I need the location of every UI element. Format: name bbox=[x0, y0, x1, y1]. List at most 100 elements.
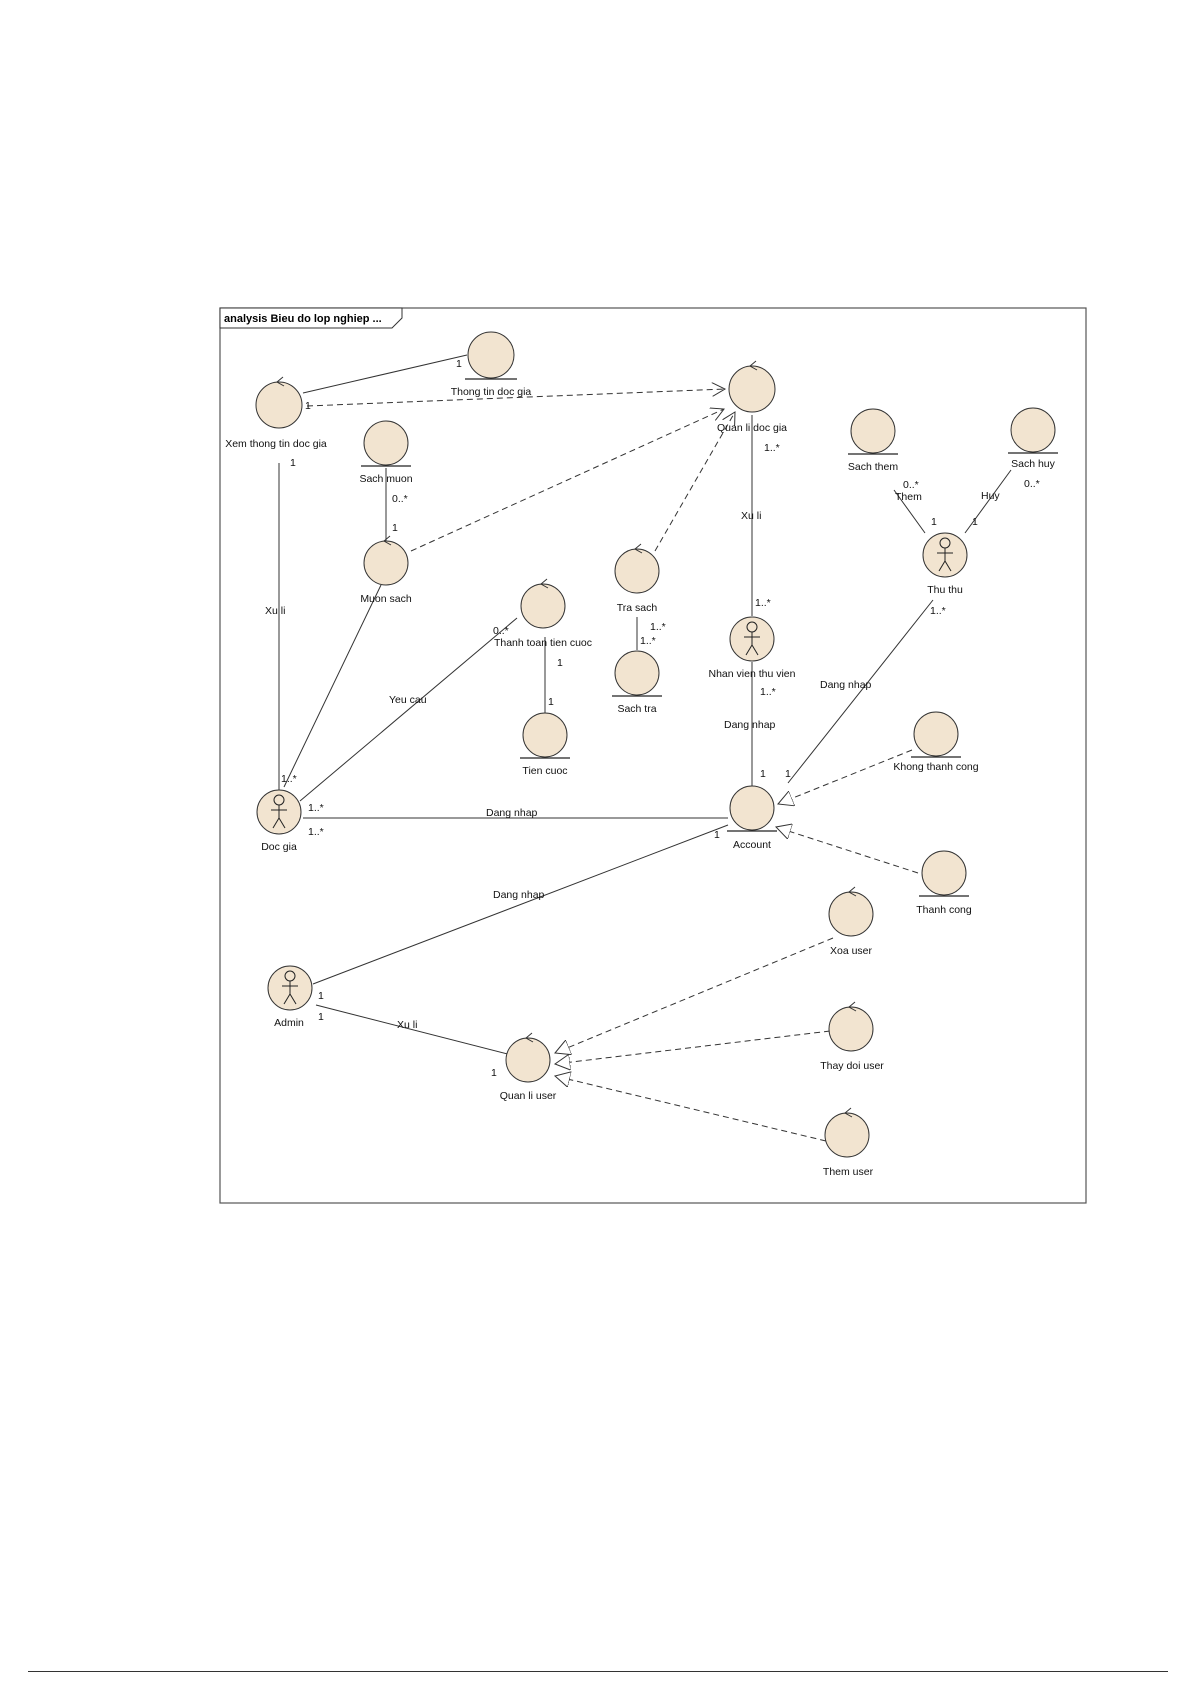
entity-sach-huy: Sach huy bbox=[1008, 407, 1058, 470]
edge-themuser-quanliuser bbox=[555, 1076, 827, 1142]
control-thanh-toan-tien-cuoc: Thanh toan tien cuoc bbox=[494, 578, 592, 649]
edge-khongthanhcong-account bbox=[778, 749, 913, 804]
mult-account-thuthu: 1 bbox=[785, 768, 791, 780]
entity-sach-tra: Sach tra bbox=[612, 650, 662, 715]
label-doc-gia: Doc gia bbox=[261, 841, 297, 853]
frame-title-tab bbox=[219, 307, 403, 329]
entity-sach-them: Sach them bbox=[848, 408, 898, 473]
control-xem-thong-tin-doc-gia: Xem thong tin doc gia bbox=[225, 376, 327, 450]
mult-trasach: 1..* bbox=[650, 621, 666, 633]
mult-docgia-top: 1..* bbox=[281, 773, 297, 785]
label-xem-thong-tin-doc-gia: Xem thong tin doc gia bbox=[225, 438, 327, 450]
label-dang-nhap-thuthu: Dang nhap bbox=[820, 679, 872, 691]
label-xoa-user: Xoa user bbox=[830, 945, 873, 957]
mult-sachtra: 1..* bbox=[640, 635, 656, 647]
label-muon-sach: Muon sach bbox=[360, 593, 412, 605]
control-tra-sach: Tra sach bbox=[614, 543, 660, 614]
mult-sachthem: 0..* bbox=[903, 479, 919, 491]
mult-account-admin: 1 bbox=[714, 829, 720, 841]
edges bbox=[278, 354, 1012, 1142]
label-sach-tra: Sach tra bbox=[617, 703, 656, 715]
control-them-user: Them user bbox=[823, 1107, 874, 1178]
mult-xem-top: 1 bbox=[305, 400, 311, 412]
label-account: Account bbox=[733, 839, 771, 851]
mult-tiencuoc: 1 bbox=[548, 696, 554, 708]
label-sach-them: Sach them bbox=[848, 461, 898, 473]
edge-trasach-quanli bbox=[654, 412, 735, 552]
edge-sachhuy-thuthu bbox=[964, 469, 1012, 534]
label-quan-li-doc-gia: Quan li doc gia bbox=[717, 422, 787, 434]
control-quan-li-doc-gia: Quan li doc gia bbox=[717, 360, 787, 434]
actor-thu-thu: Thu thu bbox=[922, 532, 968, 596]
edge-thaydoiuser-quanliuser bbox=[555, 1030, 831, 1064]
control-muon-sach: Muon sach bbox=[360, 535, 412, 605]
mult-thanhtoan: 0..* bbox=[493, 625, 509, 637]
actor-nhan-vien-thu-vien: Nhan vien thu vien bbox=[709, 616, 796, 680]
edge-labels: 1 1 1 Xu li 1..* 0..* 1 Yeu cau 0..* 1 1… bbox=[265, 358, 1040, 1079]
mult-quanli: 1..* bbox=[764, 442, 780, 454]
diagram-frame bbox=[219, 307, 1087, 1204]
label-thanh-cong: Thanh cong bbox=[916, 904, 972, 916]
control-thay-doi-user: Thay doi user bbox=[820, 1001, 884, 1072]
mult-admin-account: 1 bbox=[318, 990, 324, 1002]
label-them: Them bbox=[895, 491, 922, 503]
entity-thanh-cong: Thanh cong bbox=[916, 850, 972, 916]
label-dang-nhap-nhanvien: Dang nhap bbox=[724, 719, 776, 731]
mult-nhanvien-bottom: 1..* bbox=[760, 686, 776, 698]
entity-account: Account bbox=[727, 785, 777, 851]
label-quan-li-user: Quan li user bbox=[500, 1090, 557, 1102]
control-quan-li-user: Quan li user bbox=[500, 1032, 557, 1102]
edge-muonsach-docgia bbox=[283, 584, 382, 788]
mult-admin-quanliuser: 1 bbox=[318, 1011, 324, 1023]
mult-xem-bottom: 1 bbox=[290, 457, 296, 469]
label-thu-thu: Thu thu bbox=[927, 584, 963, 596]
control-xoa-user: Xoa user bbox=[828, 886, 874, 957]
edge-muonsach-quanli bbox=[410, 409, 724, 552]
mult-quanliuser: 1 bbox=[491, 1067, 497, 1079]
mult-muonsach: 1 bbox=[392, 522, 398, 534]
mult-thuthu-them: 1 bbox=[931, 516, 937, 528]
label-thay-doi-user: Thay doi user bbox=[820, 1060, 884, 1072]
label-tien-cuoc: Tien cuoc bbox=[522, 765, 567, 777]
label-xu-li-admin: Xu li bbox=[397, 1019, 417, 1031]
edge-thanhcong-account bbox=[776, 827, 919, 874]
label-khong-thanh-cong: Khong thanh cong bbox=[893, 761, 978, 773]
mult-sachmuon: 0..* bbox=[392, 493, 408, 505]
edge-xoauser-quanliuser bbox=[555, 937, 834, 1053]
label-admin: Admin bbox=[274, 1017, 304, 1029]
edge-yeucau bbox=[299, 617, 518, 802]
edge-thuthu-account bbox=[787, 599, 934, 784]
label-tra-sach: Tra sach bbox=[617, 602, 658, 614]
edge-xem-thongtin bbox=[302, 354, 468, 394]
label-sach-muon: Sach muon bbox=[359, 473, 412, 485]
mult-account-nhanvien: 1 bbox=[760, 768, 766, 780]
page-footer-rule bbox=[28, 1671, 1168, 1672]
label-them-user: Them user bbox=[823, 1166, 874, 1178]
actor-doc-gia: Doc gia bbox=[256, 789, 302, 853]
mult-nhanvien-top: 1..* bbox=[755, 597, 771, 609]
label-sach-huy: Sach huy bbox=[1011, 458, 1056, 470]
actor-admin: Admin bbox=[267, 965, 313, 1029]
entity-thong-tin-doc-gia: Thong tin doc gia bbox=[451, 331, 532, 398]
entity-tien-cuoc: Tien cuoc bbox=[520, 712, 570, 777]
label-nhan-vien-thu-vien: Nhan vien thu vien bbox=[709, 668, 796, 680]
edge-admin-account bbox=[312, 824, 729, 985]
entity-khong-thanh-cong: Khong thanh cong bbox=[893, 711, 979, 773]
mult-thuthu-bottom: 1..* bbox=[930, 605, 946, 617]
nodes: Thong tin doc gia Xem thong tin doc gia … bbox=[225, 331, 1058, 1178]
label-xu-li-nhanvien: Xu li bbox=[741, 510, 761, 522]
edge-sachthem-thuthu bbox=[893, 489, 926, 534]
mult-thongtin: 1 bbox=[456, 358, 462, 370]
mult-thuthu-huy: 1 bbox=[972, 516, 978, 528]
mult-thanhtoan-bottom: 1 bbox=[557, 657, 563, 669]
label-dang-nhap-docgia: Dang nhap bbox=[486, 807, 538, 819]
edge-admin-quanliuser bbox=[315, 1004, 524, 1059]
label-thong-tin-doc-gia: Thong tin doc gia bbox=[451, 386, 532, 398]
mult-docgia-account-2: 1..* bbox=[308, 826, 324, 838]
frame-title: analysis Bieu do lop nghiep ... bbox=[224, 313, 382, 325]
entity-sach-muon: Sach muon bbox=[359, 420, 413, 485]
label-xu-li-docgia: Xu li bbox=[265, 605, 285, 617]
label-thanh-toan-tien-cuoc: Thanh toan tien cuoc bbox=[494, 637, 592, 649]
mult-docgia-account-1: 1..* bbox=[308, 802, 324, 814]
